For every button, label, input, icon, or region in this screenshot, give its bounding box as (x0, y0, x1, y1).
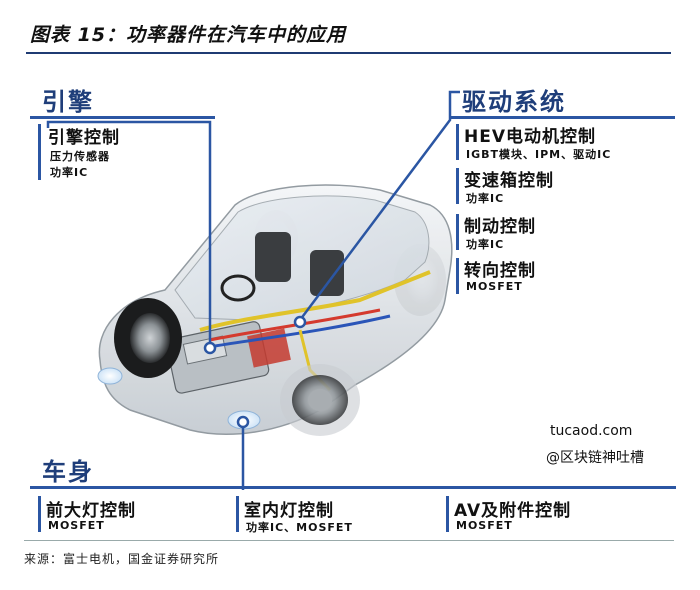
front-left-wheel (114, 298, 182, 378)
transmission-control-label: 变速箱控制 (464, 171, 554, 191)
engine-control-sub-1: 压力传感器 (50, 150, 110, 163)
watermark-handle: @区块链神吐槽 (546, 450, 644, 466)
headlight-left (97, 367, 123, 385)
interior-light-control-label: 室内灯控制 (244, 501, 334, 521)
title-rule (26, 52, 671, 54)
engine-control-label: 引擎控制 (48, 128, 120, 148)
brake-control-sub: 功率IC (466, 238, 505, 251)
body-item-bar-2 (236, 496, 239, 532)
steering-control-sub: MOSFET (466, 280, 523, 293)
engine-item-bar (38, 124, 41, 180)
drive-item-bar-3 (456, 214, 459, 250)
body-rule (30, 486, 676, 489)
drive-section-title: 驱动系统 (462, 88, 566, 116)
transmission-control-sub: 功率IC (466, 192, 505, 205)
av-accessory-control-sub: MOSFET (456, 519, 513, 532)
engine-section-title: 引擎 (42, 88, 94, 116)
body-section-title: 车身 (42, 458, 94, 486)
body-item-bar-3 (446, 496, 449, 532)
hev-motor-control-sub: IGBT模块、IPM、驱动IC (466, 148, 612, 161)
callout-engine (46, 120, 212, 345)
brake-control-label: 制动控制 (464, 217, 536, 237)
figure-title: 图表 15：功率器件在汽车中的应用 (30, 24, 347, 46)
engine-rule (30, 116, 215, 119)
av-accessory-control-label: AV及附件控制 (454, 501, 572, 521)
headlight-control-sub: MOSFET (48, 519, 105, 532)
front-right-wheel (280, 364, 360, 436)
interior-light-control-sub: 功率IC、MOSFET (246, 521, 353, 534)
drive-item-bar-1 (456, 124, 459, 160)
steering-control-label: 转向控制 (464, 261, 536, 281)
bottom-rule (24, 540, 674, 541)
seats (220, 232, 344, 302)
figure-source: 来源：富士电机，国金证券研究所 (24, 552, 220, 566)
hev-motor-control-label: HEV电动机控制 (464, 127, 596, 147)
callout-drive (299, 90, 460, 321)
drive-rule (450, 116, 675, 119)
headlight-control-label: 前大灯控制 (46, 501, 136, 521)
watermark-site: tucaod.com (550, 423, 633, 439)
body-item-bar-1 (38, 496, 41, 532)
engine-control-sub-2: 功率IC (50, 166, 89, 179)
drive-item-bar-4 (456, 258, 459, 294)
drive-item-bar-2 (456, 168, 459, 204)
